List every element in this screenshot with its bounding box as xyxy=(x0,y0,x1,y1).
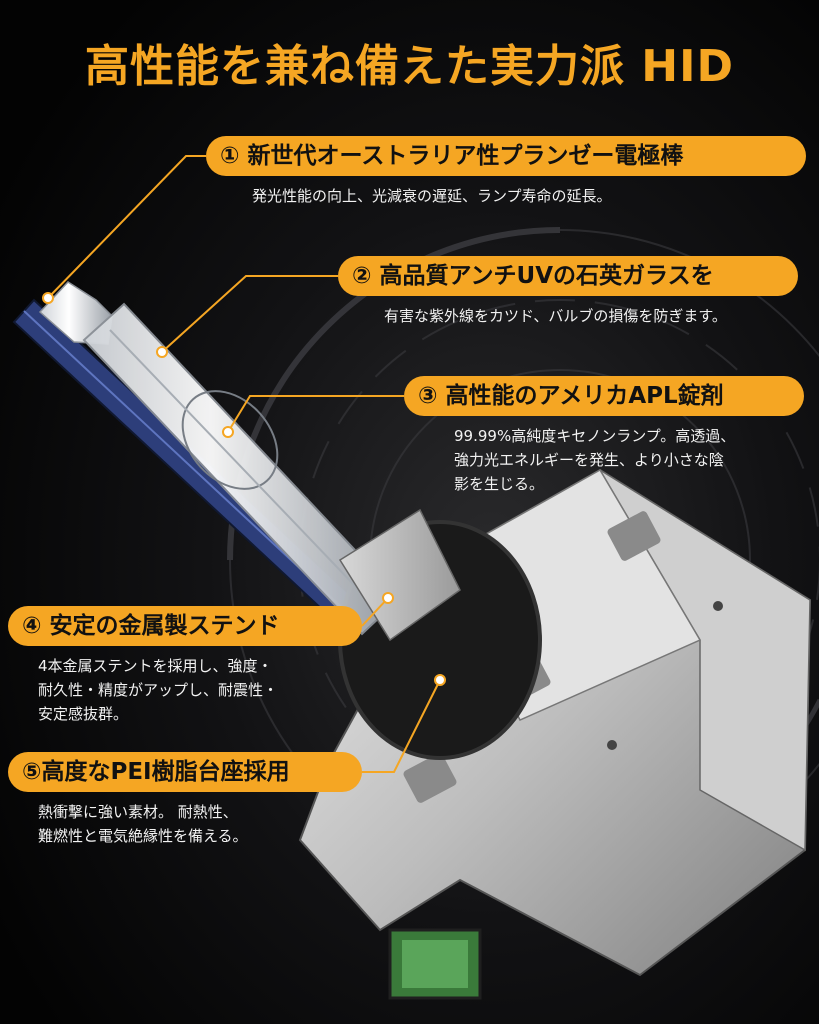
feature-desc-electrode: 発光性能の向上、光減衰の遅延、ランプ寿命の延長。 xyxy=(252,187,612,205)
feature-label-electrode: ① 新世代オーストラリア性プランゼー電極棒 xyxy=(206,136,806,176)
feature-desc-pei: 熱衝撃に強い素材。 耐熱性、 難燃性と電気絶縁性を備える。 xyxy=(38,803,248,845)
feature-desc-apl: 99.99%高純度キセノンランプ。高透過、 強力光エネルギーを発生、より小さな陰… xyxy=(454,427,736,493)
feature-desc-stent: 4本金属ステントを採用し、強度・ 耐久性・精度がアップし、耐震性・ 安定感抜群。 xyxy=(38,657,279,723)
feature-label-pei: ⑤高度なPEI樹脂台座採用 xyxy=(8,752,362,792)
feature-label-apl: ③ 高性能のアメリカAPL錠剤 xyxy=(404,376,804,416)
page-title: 高性能を兼ね備えた実力派 HID xyxy=(84,41,735,92)
callout-dots xyxy=(42,292,446,686)
feature-desc-quartz: 有害な紫外線をカツド、バルブの損傷を防ぎます。 xyxy=(384,307,727,325)
feature-label-quartz: ② 高品質アンチUVの石英ガラスを xyxy=(338,256,798,296)
feature-label-stent: ④ 安定の金属製ステンド xyxy=(8,606,362,646)
xenon-bulb-glass xyxy=(38,281,461,642)
callout-lines xyxy=(47,155,441,773)
